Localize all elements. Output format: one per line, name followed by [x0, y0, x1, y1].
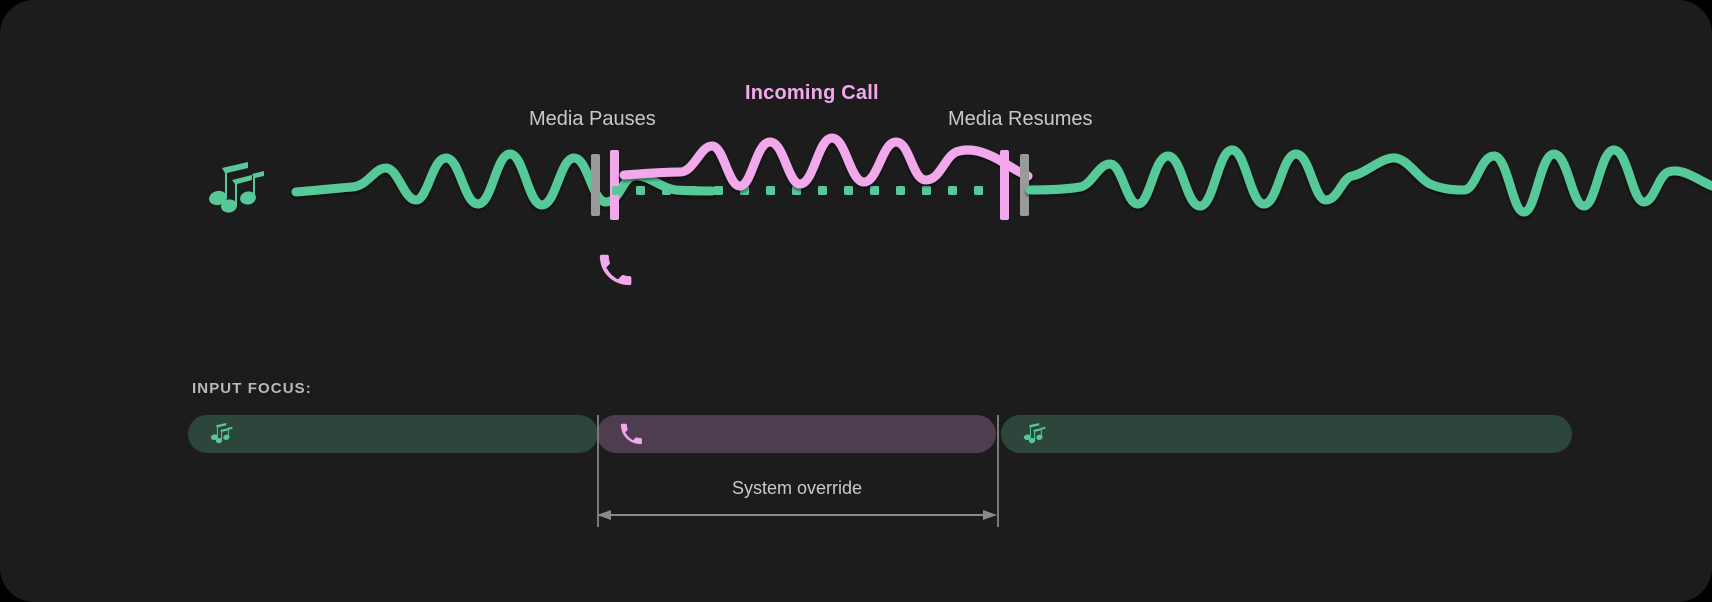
pause-marker-gray — [591, 154, 600, 216]
audio-timeline — [0, 120, 1712, 250]
system-override-label: System override — [731, 478, 863, 498]
media-pauses-label: Media Pauses — [529, 108, 656, 130]
call-waveform — [619, 133, 1033, 191]
music-notes-icon — [1023, 422, 1047, 446]
media-waveform-right — [1025, 145, 1712, 217]
override-boundary-right — [997, 415, 999, 527]
incoming-call-label: Incoming Call — [745, 82, 879, 104]
phone-icon — [597, 251, 633, 289]
phone-icon — [619, 422, 643, 446]
media-resumes-label: Media Resumes — [948, 108, 1093, 130]
music-notes-icon — [210, 422, 234, 446]
media-waveform-left — [291, 149, 717, 210]
focus-bar-media-left[interactable] — [188, 415, 598, 453]
pause-marker-pink — [610, 150, 619, 220]
focus-bar-media-right[interactable] — [1001, 415, 1572, 453]
media-paused-dotted-line — [612, 186, 1007, 195]
override-boundary-left — [597, 415, 599, 527]
resume-marker-gray — [1020, 154, 1029, 216]
input-focus-label: INPUT FOCUS: — [192, 380, 312, 397]
resume-marker-pink — [1000, 150, 1009, 220]
system-override-arrow — [595, 505, 999, 525]
focus-bar-call[interactable] — [597, 415, 996, 453]
music-notes-icon — [208, 160, 270, 220]
